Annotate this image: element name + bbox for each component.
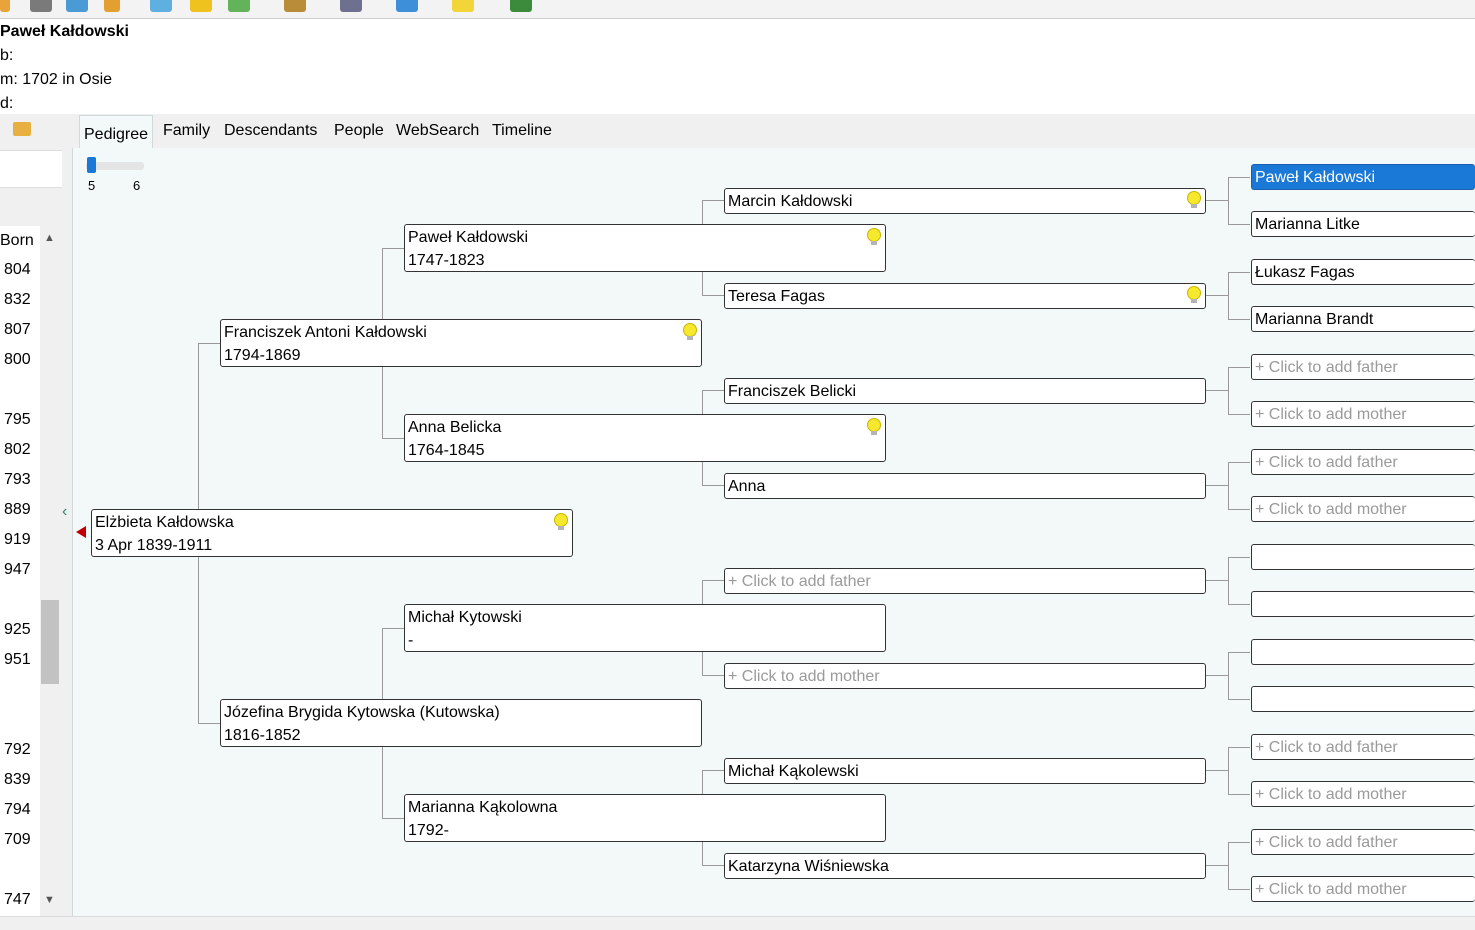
add-mother-button[interactable]: + Click to add mother <box>1251 781 1475 807</box>
folder-icon[interactable] <box>13 122 31 136</box>
person-card-gen5[interactable]: Marianna Litke <box>1251 211 1475 237</box>
people-list[interactable]: 804 832 807 800 795 802 793 889 919 947 … <box>0 256 40 916</box>
list-item[interactable]: 747 <box>4 891 31 908</box>
person-card-mmf[interactable]: Michał Kąkolewski <box>724 758 1206 784</box>
person-card-gen5-selected[interactable]: Paweł Kałdowski <box>1251 164 1475 190</box>
exit-icon[interactable] <box>510 0 532 12</box>
tab-websearch[interactable]: WebSearch <box>396 122 480 139</box>
person-card-mmm[interactable]: Katarzyna Wiśniewska <box>724 853 1206 879</box>
person-card-ffm[interactable]: Teresa Fagas <box>724 283 1206 309</box>
empty-slot <box>1251 591 1475 617</box>
list-item[interactable]: 792 <box>4 741 31 758</box>
add-father-button[interactable]: + Click to add father <box>1251 734 1475 760</box>
warning-icon[interactable] <box>190 0 212 12</box>
collapse-panel-icon[interactable]: ‹ <box>62 503 68 520</box>
scroll-down-icon[interactable]: ▼ <box>44 894 55 906</box>
birth-line: b: <box>0 47 14 64</box>
slider-max-label: 6 <box>133 178 141 193</box>
person-card-gen5[interactable]: Łukasz Fagas <box>1251 259 1475 285</box>
list-item[interactable]: 800 <box>4 351 31 368</box>
filter-box[interactable] <box>0 150 62 188</box>
toolbar <box>0 0 1475 19</box>
tab-pedigree[interactable]: Pedigree <box>79 115 154 149</box>
list-item[interactable]: 794 <box>4 801 31 818</box>
person-card-fff[interactable]: Marcin Kałdowski <box>724 188 1206 214</box>
marriage-line: m: 1702 in Osie <box>0 71 113 88</box>
add-mother-button[interactable]: + Click to add mother <box>1251 401 1475 427</box>
list-item[interactable]: 889 <box>4 501 31 518</box>
tab-descendants[interactable]: Descendants <box>224 122 318 139</box>
list-item[interactable]: 795 <box>4 411 31 428</box>
edit-icon[interactable] <box>0 0 10 12</box>
search-icon[interactable] <box>104 0 120 12</box>
hint-bulb-icon[interactable] <box>867 418 881 435</box>
list-item[interactable]: 802 <box>4 441 31 458</box>
add-father-button[interactable]: + Click to add father <box>1251 449 1475 475</box>
hint-bulb-icon[interactable] <box>1187 286 1201 303</box>
document-icon[interactable] <box>396 0 418 12</box>
tab-family[interactable]: Family <box>163 122 211 139</box>
tab-timeline[interactable]: Timeline <box>492 122 552 139</box>
hint-bulb-icon[interactable] <box>867 228 881 245</box>
status-bar <box>0 916 1475 930</box>
map-icon[interactable] <box>228 0 250 12</box>
add-mother-button[interactable]: + Click to add mother <box>724 663 1206 689</box>
death-line: d: <box>0 95 14 112</box>
slider-thumb[interactable] <box>87 157 96 173</box>
list-item[interactable]: 951 <box>4 651 31 668</box>
empty-slot <box>1251 544 1475 570</box>
person-card-mother[interactable]: Józefina Brygida Kytowska (Kutowska)1816… <box>220 699 702 747</box>
tree-icon[interactable] <box>150 0 172 12</box>
tab-people[interactable]: People <box>334 122 384 139</box>
person-card-gen5[interactable]: Marianna Brandt <box>1251 306 1475 332</box>
note-icon[interactable] <box>452 0 474 12</box>
hint-bulb-icon[interactable] <box>683 323 697 340</box>
chart-icon[interactable] <box>340 0 362 12</box>
person-card-fmf[interactable]: Franciszek Belicki <box>724 378 1206 404</box>
list-item[interactable]: 832 <box>4 291 31 308</box>
scroll-up-icon[interactable]: ▲ <box>44 232 55 244</box>
tab-bar <box>72 114 1475 148</box>
hint-bulb-icon[interactable] <box>1187 191 1201 208</box>
list-item[interactable]: 919 <box>4 531 31 548</box>
person-card-fmm[interactable]: Anna <box>724 473 1206 499</box>
add-father-button[interactable]: + Click to add father <box>1251 829 1475 855</box>
add-father-button[interactable]: + Click to add father <box>1251 354 1475 380</box>
list-item[interactable]: 709 <box>4 831 31 848</box>
list-item[interactable]: 839 <box>4 771 31 788</box>
empty-slot <box>1251 639 1475 665</box>
add-father-button[interactable]: + Click to add father <box>724 568 1206 594</box>
books-icon[interactable] <box>66 0 88 12</box>
slider-min-label: 5 <box>88 178 96 193</box>
list-item[interactable]: 807 <box>4 321 31 338</box>
add-mother-button[interactable]: + Click to add mother <box>1251 876 1475 902</box>
generations-slider[interactable] <box>86 162 144 170</box>
hint-bulb-icon[interactable] <box>554 513 568 530</box>
list-item[interactable]: 804 <box>4 261 31 278</box>
person-card-mf[interactable]: Michał Kytowski- <box>404 604 886 652</box>
scroll-thumb[interactable] <box>41 600 59 684</box>
list-item[interactable]: 925 <box>4 621 31 638</box>
list-scrollbar[interactable]: ▲ ▼ <box>40 226 60 916</box>
print-icon[interactable] <box>30 0 52 12</box>
born-column-header[interactable]: Born <box>0 226 40 257</box>
list-item[interactable]: 793 <box>4 471 31 488</box>
person-name: Paweł Kałdowski <box>0 23 129 40</box>
report-icon[interactable] <box>284 0 306 12</box>
person-header: Paweł Kałdowski b: m: 1702 in Osie d: <box>0 19 1475 114</box>
empty-slot <box>1251 686 1475 712</box>
add-mother-button[interactable]: + Click to add mother <box>1251 496 1475 522</box>
list-item[interactable]: 947 <box>4 561 31 578</box>
back-arrow-icon[interactable] <box>76 526 86 538</box>
